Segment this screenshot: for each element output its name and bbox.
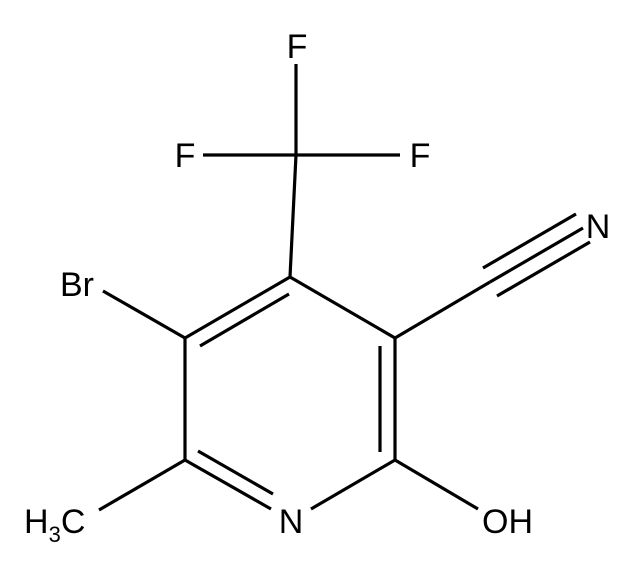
atom-hydroxyl: OH	[482, 503, 533, 541]
bond-c4-cf3	[288, 154, 298, 278]
atom-br: Br	[60, 266, 94, 304]
bond-c3-cn	[394, 280, 491, 340]
bond-c4-c3	[289, 275, 396, 340]
bond-n1-c2	[310, 458, 396, 511]
bond-c4-c5-inner	[199, 292, 290, 348]
methyl-c: C	[61, 503, 86, 541]
atom-f-right: F	[410, 137, 431, 175]
bond-c6-n1	[184, 458, 272, 511]
atom-f-left: F	[175, 137, 196, 175]
atom-n-nitrile: N	[586, 208, 611, 246]
bond-cn-triple-upper	[482, 212, 577, 270]
atom-f-top: F	[287, 28, 308, 66]
methyl-subscript: 3	[49, 522, 61, 547]
methyl-h: H	[24, 503, 49, 541]
bond-c6-n1-inner	[197, 449, 274, 496]
bond-cn-triple-lower	[496, 240, 591, 298]
bond-c5-br	[102, 289, 186, 340]
atom-methyl: H3C	[24, 503, 85, 547]
bond-c6-methyl	[98, 458, 186, 512]
bond-c2-oh	[394, 458, 479, 511]
bond-cn-triple-center	[489, 226, 584, 284]
bond-c4-c5	[184, 275, 291, 340]
atom-ring-n: N	[279, 503, 304, 541]
